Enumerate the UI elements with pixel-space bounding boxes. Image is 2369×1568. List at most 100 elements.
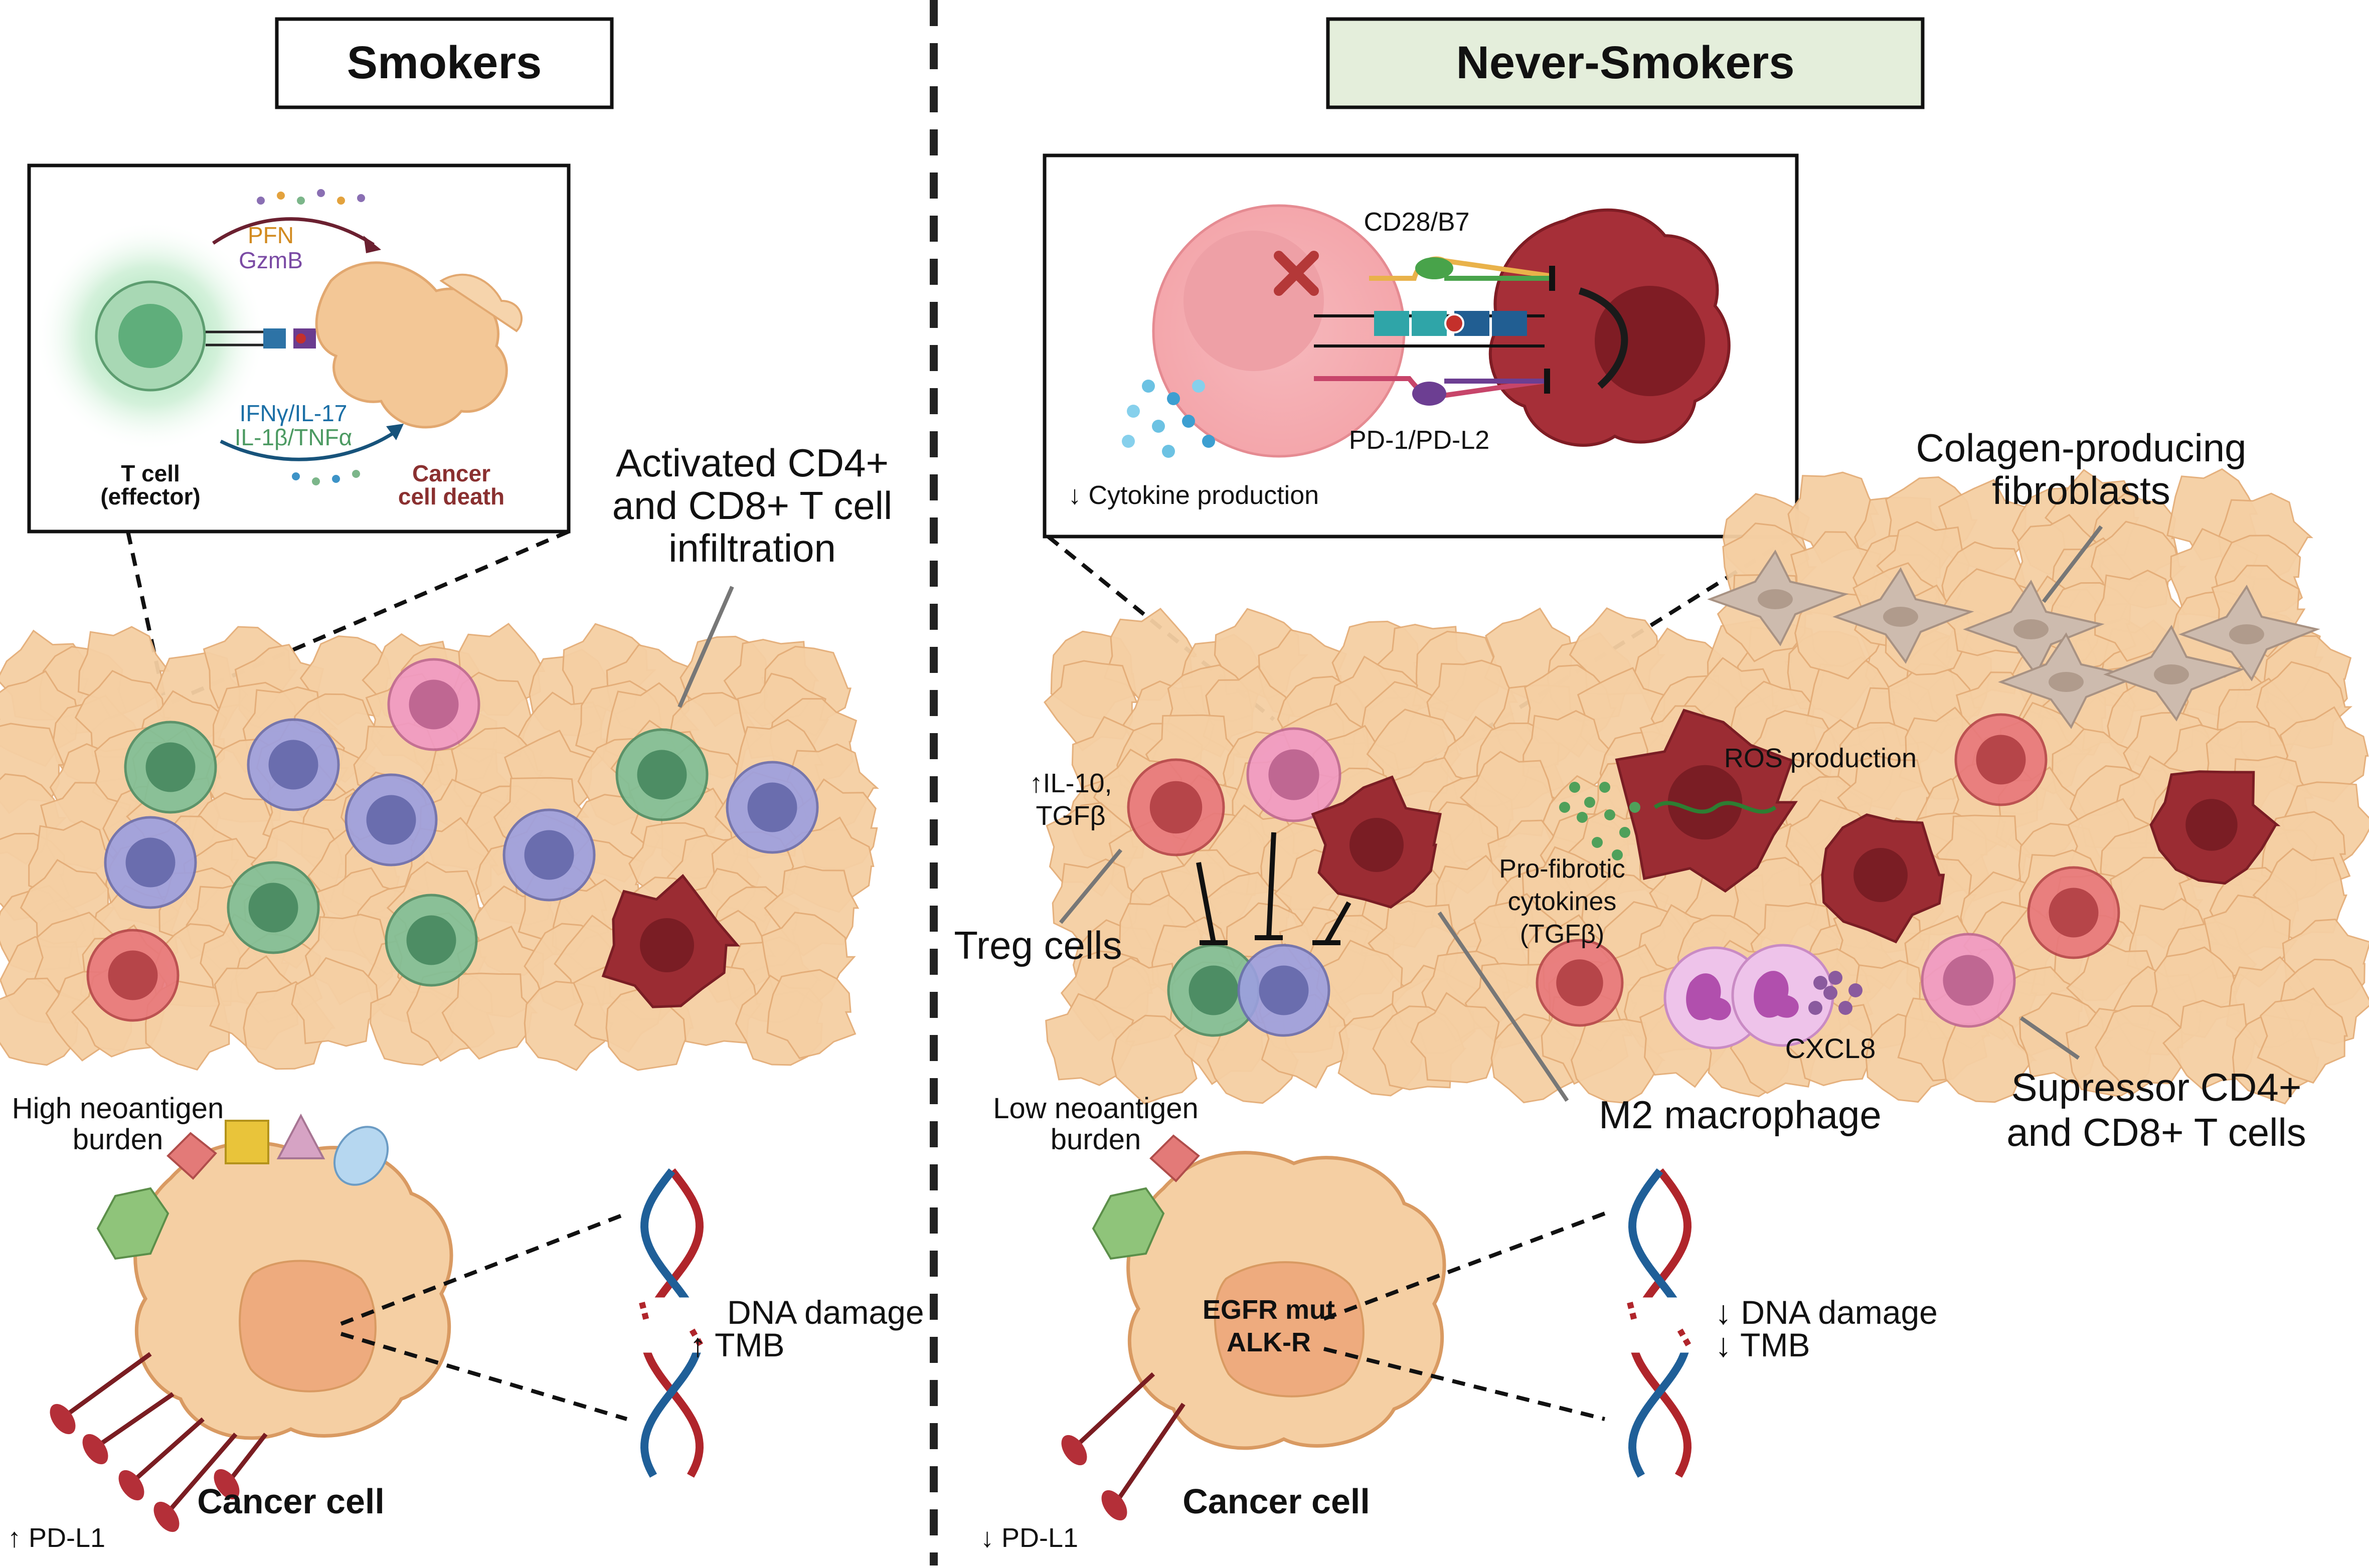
m2-macrophage-nucleus (1853, 848, 1908, 902)
suppressor-tcell-nucleus (1556, 959, 1603, 1006)
neoantigen-label-ns-2: burden (1051, 1123, 1141, 1156)
suppressor-tcell-nucleus (1976, 735, 2026, 785)
death-label: Cancer (412, 460, 490, 486)
profib-label-2: cytokines (1508, 887, 1617, 916)
pdl1-receptor-ns (1061, 1435, 1087, 1466)
pdl1-stalk (168, 1433, 238, 1511)
cancer-cell-dying (315, 261, 508, 429)
tissue-cell (1045, 993, 1135, 1086)
neoantigen-label-1: High neoantigen (12, 1092, 224, 1125)
pdl1-label-ns: ↓ PD-L1 (980, 1523, 1078, 1553)
fibroblast-nucleus (2049, 672, 2084, 692)
suppressor-tcell-nucleus (2049, 888, 2099, 938)
supp-pointer (2019, 1016, 2080, 1060)
smokers-title: Smokers (347, 37, 542, 88)
pdl1-receptor (50, 1404, 76, 1435)
tmb-label-ns: ↓ TMB (1715, 1326, 1810, 1363)
smokers-title-box (275, 17, 614, 109)
cancer-fragment (439, 273, 523, 332)
tgfb-dot (1559, 802, 1570, 813)
tissue-cell (2257, 987, 2348, 1084)
cancer-cell-never-smokers (1061, 1134, 1446, 1521)
pdl1-stalk-ns (1116, 1403, 1186, 1501)
pdl1-stalk (229, 1433, 268, 1481)
inhibition-line (1266, 832, 1276, 938)
tumor-tissue-never-smokers (1044, 468, 2369, 1105)
tgfb-dot (1569, 782, 1580, 793)
cytokine-arrowhead (386, 424, 404, 440)
tcell-killing-inset: PFN GzmB IFNγ/IL-17 IL-1β/TNFα T cell (e… (35, 189, 523, 509)
cross-mark (1274, 251, 1319, 296)
fibroblast-nucleus (2013, 619, 2049, 639)
cancer-cell-nucleus-ns (1214, 1261, 1365, 1398)
lymphocyte-blue-nucleus (125, 837, 176, 888)
cxcl8-granule (1848, 983, 1863, 997)
cxcl8-granule (1808, 1001, 1822, 1015)
activated-label-1: Activated CD4+ (616, 441, 889, 485)
tcr-complex (263, 328, 286, 349)
il10-label-2: TGFβ (1036, 801, 1105, 831)
dna-zoom-line-bottom-ns (1323, 1347, 1605, 1421)
tissue-cell (1410, 992, 1503, 1084)
tgfb-dot (1592, 837, 1603, 848)
lymphocyte-green-nucleus (145, 742, 196, 792)
cxcl8-granule (1828, 971, 1842, 985)
effector-tcell-nucleus (118, 304, 183, 368)
cancer-cell-nucleus (239, 1260, 377, 1392)
never-smokers-panel: Never-Smokers (954, 17, 2369, 1553)
tcell-sublabel: (effector) (100, 483, 200, 509)
profib-label-3: (TGFβ) (1520, 920, 1605, 949)
antigen-dot (1444, 313, 1464, 333)
pdl1-stalk-ns (1076, 1372, 1155, 1446)
supp-label-2: and CD8+ T cells (2006, 1110, 2306, 1154)
treg-label: Treg cells (954, 923, 1122, 967)
neoantigen-hexagon (96, 1187, 170, 1260)
lymphocyte-green-nucleus (637, 750, 687, 800)
dna-break-mark (639, 1302, 705, 1349)
pdl1-stalk (99, 1392, 175, 1446)
ifn-label: IFNγ/IL-17 (240, 400, 348, 426)
lymphocyte-blue-nucleus (268, 740, 318, 790)
tgfb-dot (1629, 802, 1640, 813)
il10-label-1: ↑IL-10, (1029, 768, 1112, 798)
cancer-cell-smokers (50, 1113, 453, 1532)
target-tcell-nucleus (1259, 965, 1309, 1015)
ros-squiggle (1653, 801, 1777, 814)
dna-helix-smokers (632, 1168, 712, 1478)
pdl1-receptor (214, 1469, 240, 1500)
dna-break-mark (1627, 1302, 1693, 1349)
pdl1-stalk (66, 1352, 152, 1416)
lymphocyte-red-nucleus (108, 950, 158, 1000)
cytokine-label: ↓ Cytokine production (1068, 481, 1319, 510)
tissue-cell (441, 972, 538, 1060)
neutrophil-nucleus (1754, 971, 1799, 1018)
lymphocyte-pink-nucleus (409, 679, 459, 730)
tgfb-dot (1577, 812, 1588, 823)
never-smokers-title-box (1326, 17, 1925, 109)
cxcl8-label: CXCL8 (1785, 1032, 1876, 1064)
tissue-cell (2095, 1005, 2183, 1097)
cd28-label: CD28/B7 (1364, 208, 1470, 237)
antigen-dot (296, 333, 306, 343)
pdl1-label: ↑ PD-L1 (8, 1523, 105, 1553)
pdl2-receptor (1412, 382, 1446, 406)
treg-pointer (1059, 848, 1123, 924)
tcr-segment (1412, 311, 1447, 336)
supp-label-1: Supressor CD4+ (2011, 1065, 2302, 1109)
il1-label: IL-1β/TNFα (235, 424, 353, 450)
pdl1-receptor-ns (1101, 1490, 1127, 1521)
target-tcell-nucleus (1189, 965, 1239, 1015)
neoantigen-label-ns-1: Low neoantigen (993, 1092, 1199, 1125)
neutrophil-nucleus (1686, 973, 1731, 1020)
m2-macrophage-nucleus (1349, 818, 1404, 872)
neoantigen-triangle (276, 1113, 325, 1159)
death-sublabel: cell death (398, 483, 504, 509)
macrophage-nucleus (640, 918, 694, 972)
gzmb-label: GzmB (239, 247, 303, 273)
fibroblast-nucleus (2154, 664, 2189, 684)
macrophage-inset-nucleus (1595, 286, 1705, 396)
tgfb-dot (1604, 809, 1615, 820)
tissue-cell (766, 969, 857, 1060)
